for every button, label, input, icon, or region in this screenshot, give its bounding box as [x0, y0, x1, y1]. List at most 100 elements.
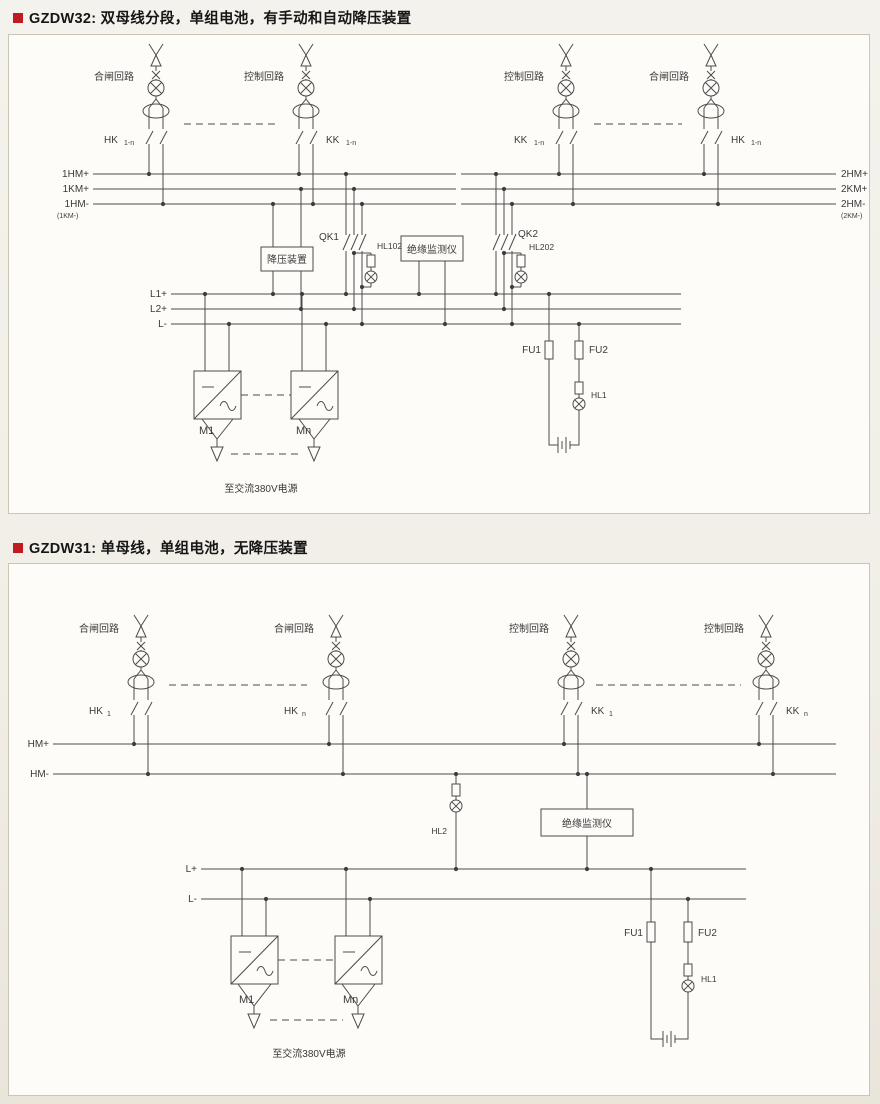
bus-label: 2KM+ [841, 184, 868, 195]
down-arrow-icon [352, 1014, 364, 1028]
insulation-monitor-box [401, 236, 463, 261]
fuse-fu1-symbol [545, 341, 553, 359]
bus-label: L+ [186, 864, 198, 875]
gzdw32-schematic: 合闸回路 控制回路 控制回路 合闸回路 HK 1-n KK 1-n KK 1-n… [57, 43, 868, 495]
switch-label-sub: 1-n [124, 140, 134, 147]
down-arrow-icon [308, 447, 320, 461]
wiring-path [93, 153, 836, 453]
bus-label: L2+ [150, 304, 167, 315]
section2-title: GZDW31: 单母线，单组电池，无降压装置 [29, 541, 308, 557]
bus-label: HM+ [28, 739, 50, 750]
switch-label-sub: n [302, 711, 306, 718]
bus-label: 1HM- [65, 199, 89, 210]
switch-label: HK [731, 135, 745, 146]
switch-label: KK [591, 706, 605, 717]
ac-source-label: 至交流380V电源 [272, 1047, 345, 1060]
module-mn-label: Mn [343, 994, 358, 1006]
switch-label: KK [326, 135, 340, 146]
down-arrow-icon [211, 447, 223, 461]
feeder-branch-symbol [142, 43, 170, 154]
bus-label: 2HM+ [841, 169, 868, 180]
lamp-hl102-label: HL102 [377, 241, 402, 251]
indicator-lamp-hl202 [514, 252, 528, 288]
indicator-lamp-hl102 [364, 252, 378, 288]
rectifier-module-mn [290, 370, 339, 420]
branch-label: 控制回路 [244, 70, 284, 83]
stepdown-device-box [261, 247, 313, 271]
red-square-bullet [13, 12, 23, 23]
bus-label: HM- [30, 769, 49, 780]
switch-qk2-label: QK2 [518, 229, 538, 240]
junction-dots [131, 741, 776, 902]
indicator-lamp-hl1 [681, 961, 695, 997]
stepdown-device-label: 降压装置 [267, 253, 307, 266]
section2-title-row: GZDW31: 单母线，单组电池，无降压装置 [13, 537, 308, 558]
lamp-hl202-label: HL202 [529, 242, 554, 252]
switch-label-sub: 1-n [346, 140, 356, 147]
bus-label: 2HM- [841, 199, 865, 210]
insulation-monitor-box [541, 809, 633, 836]
branch-label: 控制回路 [509, 622, 549, 635]
bus-label: 1KM+ [63, 184, 90, 195]
module-m1-label: M1 [199, 425, 214, 437]
fuse-fu2-symbol [684, 922, 692, 942]
switch-label-sub: 1 [107, 711, 111, 718]
bus-label: L- [188, 894, 197, 905]
module-mn-label: Mn [296, 425, 311, 437]
gzdw32-diagram-panel: 合闸回路 控制回路 控制回路 合闸回路 HK 1-n KK 1-n KK 1-n… [8, 34, 870, 514]
rectifier-module-mn [334, 935, 383, 985]
ac-source-label: 至交流380V电源 [224, 482, 297, 495]
switch-label-sub: 1 [609, 711, 613, 718]
rectifier-module-m1 [193, 370, 242, 420]
fuse-fu2-label: FU2 [698, 928, 717, 939]
gzdw31-schematic: 合闸回路 合闸回路 控制回路 控制回路 HK 1 HK n KK 1 KK n … [28, 614, 869, 1060]
branch-label: 合闸回路 [649, 70, 689, 83]
switch-label-sub: 1-n [751, 140, 761, 147]
insulation-monitor-label: 绝缘监测仪 [407, 243, 457, 256]
bus-note: (2KM-) [841, 213, 862, 220]
feeder-branch-symbol [552, 43, 580, 154]
feeder-branch-symbol [127, 614, 155, 725]
fuse-fu1-label: FU1 [624, 928, 643, 939]
wiring-path [53, 724, 836, 1047]
lamp-hl1-label: HL1 [701, 974, 717, 984]
feeder-branch-symbol [322, 614, 350, 725]
indicator-lamp-hl1 [572, 379, 586, 415]
gzdw31-diagram-panel: 合闸回路 合闸回路 控制回路 控制回路 HK 1 HK n KK 1 KK n … [8, 563, 870, 1096]
down-arrow-icon [248, 1014, 260, 1028]
branch-label: 合闸回路 [94, 70, 134, 83]
switch-label-sub: n [804, 711, 808, 718]
fuse-fu1-label: FU1 [522, 345, 541, 356]
bus-label: 1HM+ [62, 169, 89, 180]
fuse-fu2-symbol [575, 341, 583, 359]
bus-label: L- [158, 319, 167, 330]
lamp-hl1-label: HL1 [591, 390, 607, 400]
branch-label: 合闸回路 [79, 622, 119, 635]
switch-label: HK [104, 135, 118, 146]
branch-label: 控制回路 [504, 70, 544, 83]
switch-label: KK [514, 135, 528, 146]
insulation-monitor-label: 绝缘监测仪 [562, 817, 612, 830]
section1-title: GZDW32: 双母线分段，单组电池，有手动和自动降压装置 [29, 11, 412, 27]
fuse-fu1-symbol [647, 922, 655, 942]
feeder-branch-symbol [557, 614, 585, 725]
rectifier-module-m1 [230, 935, 279, 985]
switch-label: HK [89, 706, 103, 717]
bus-label: L1+ [150, 289, 167, 300]
feeder-branch-symbol [697, 43, 725, 154]
red-square-bullet [13, 542, 23, 553]
switch-label-sub: 1-n [534, 140, 544, 147]
branch-label: 控制回路 [704, 622, 744, 635]
indicator-lamp-hl2 [449, 781, 463, 817]
module-m1-label: M1 [239, 994, 254, 1006]
switch-qk1-label: QK1 [319, 232, 339, 243]
switch-label: HK [284, 706, 298, 717]
fuse-fu2-label: FU2 [589, 345, 608, 356]
bus-note: (1KM-) [57, 213, 78, 220]
switch-label: KK [786, 706, 800, 717]
branch-label: 合闸回路 [274, 622, 314, 635]
feeder-branch-symbol [752, 614, 780, 725]
feeder-branch-symbol [292, 43, 320, 154]
lamp-hl2-label: HL2 [431, 826, 447, 836]
